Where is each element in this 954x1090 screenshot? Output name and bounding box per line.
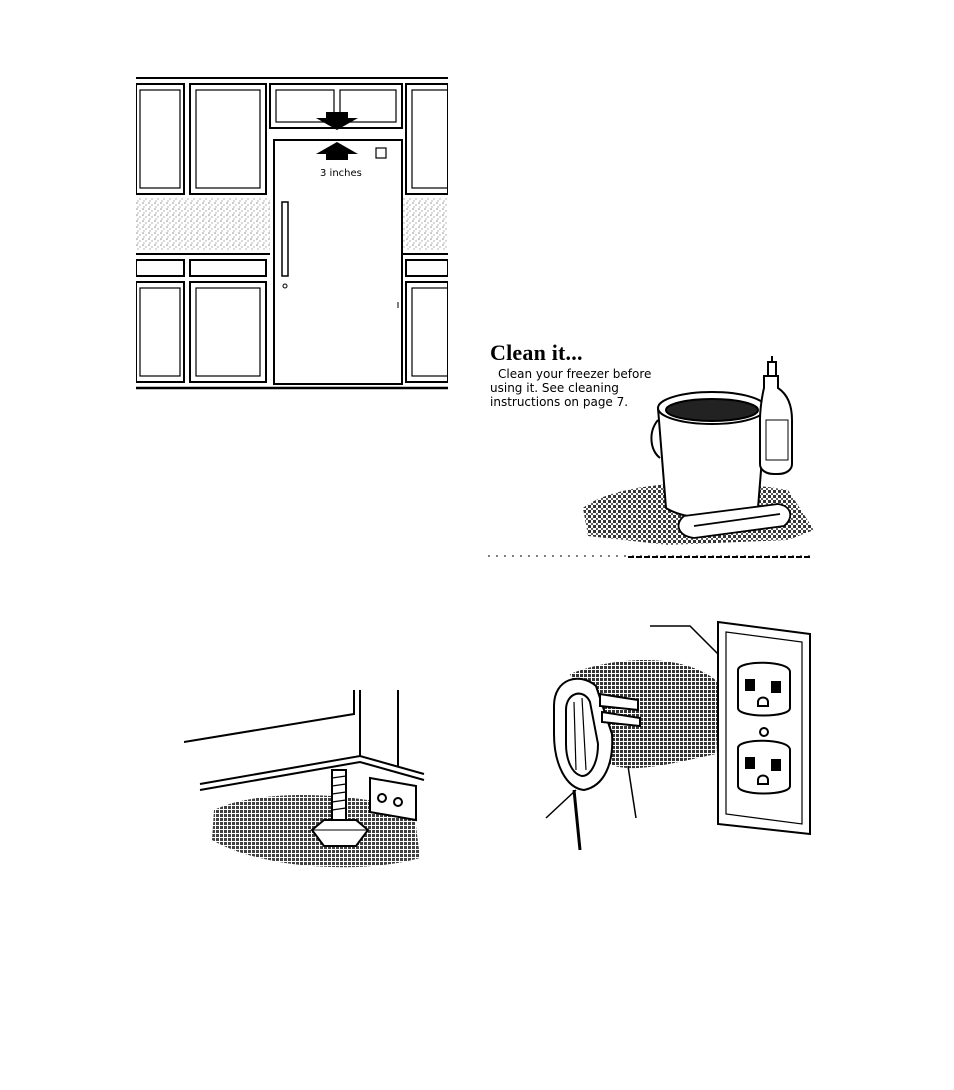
leveling-leg-drawing: [184, 690, 430, 872]
instruction-line: instructions on page 7.: [490, 395, 680, 409]
instruction-line: Clean your freezer before: [490, 367, 680, 381]
plug-outlet-illustration: [540, 614, 814, 850]
freezer-installation-illustration: 3 inches: [136, 76, 448, 392]
clearance-label: 3 inches: [320, 168, 362, 179]
leveling-leg-illustration: [184, 690, 430, 872]
clean-it-heading: Clean it...: [490, 340, 583, 366]
clean-it-instructions: Clean your freezer before using it. See …: [490, 367, 680, 409]
outlet-drawing: [540, 614, 814, 850]
kitchen-cabinets-drawing: 3 inches: [136, 76, 448, 392]
instruction-line: using it. See cleaning: [490, 381, 680, 395]
clean-it-section: Clean it... Clean your freezer before us…: [488, 340, 818, 562]
